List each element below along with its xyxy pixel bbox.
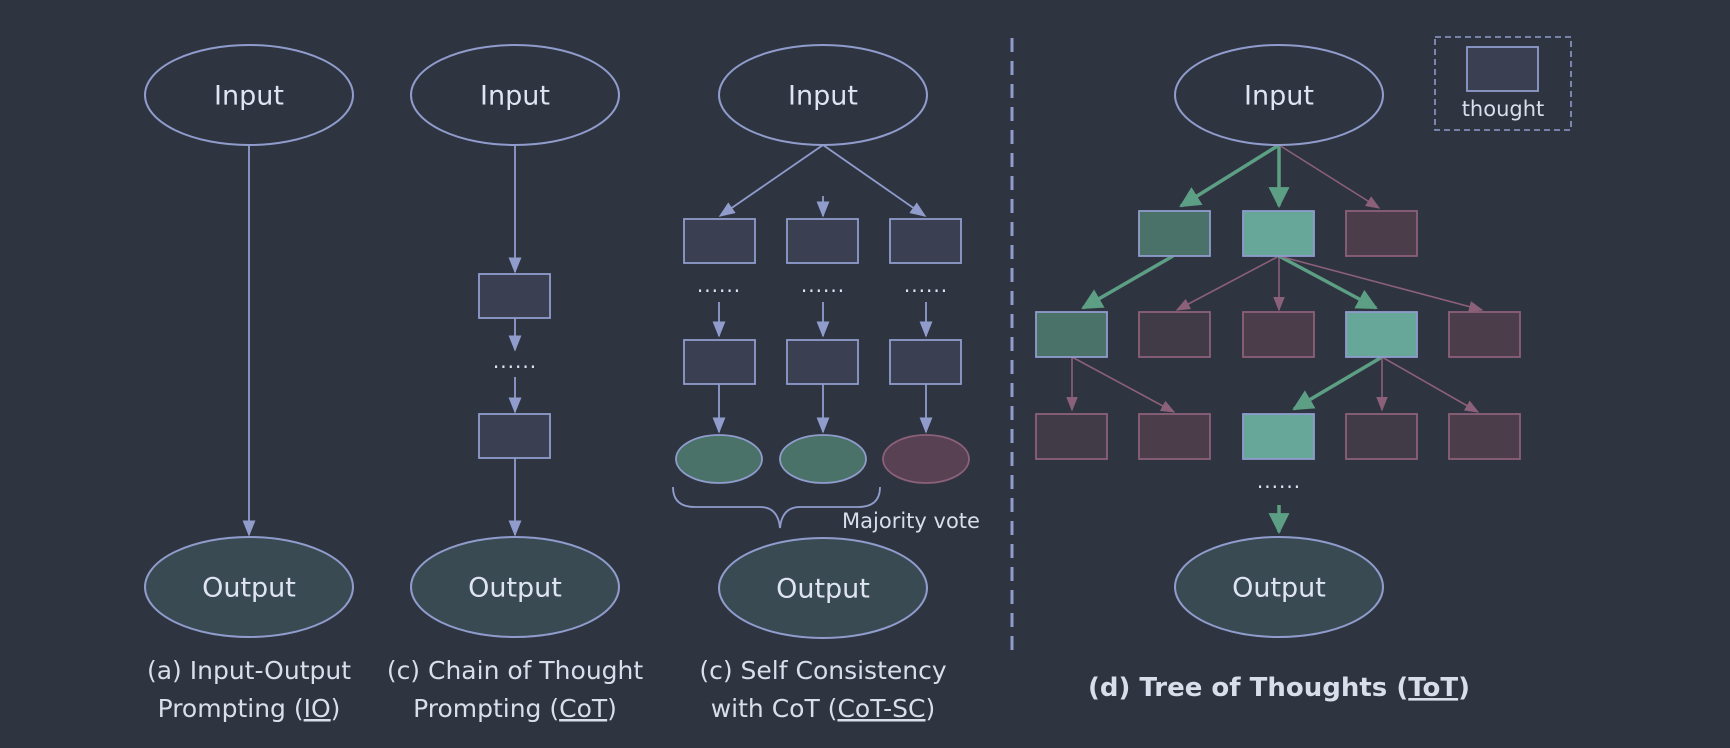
tot-thought-l3e [1448, 413, 1521, 460]
cotsc-dots-b: ...... [801, 273, 845, 297]
tot-thought-l2d [1345, 311, 1418, 358]
tot-thought-l1a [1138, 210, 1211, 257]
cotsc-thought-b1 [786, 218, 859, 264]
cot-output-label: Output [468, 573, 562, 604]
cotsc-input-label: Input [788, 81, 858, 112]
cotsc-answer-c [882, 434, 970, 484]
cot-thought-1 [478, 273, 551, 319]
tot-edge-l2a-l3b [1071, 356, 1176, 413]
cotsc-caption-line1: (c) Self Consistency [699, 656, 947, 685]
tot-caption: (d) Tree of Thoughts (ToT) [1088, 673, 1470, 703]
io-caption-line1: (a) Input-Output [147, 656, 351, 685]
tot-edge-l2d-l3c [1292, 355, 1383, 411]
cot-thought-2 [478, 413, 551, 459]
cotsc-arrow-left [718, 144, 824, 217]
cotsc-caption-link: CoT-SC [837, 694, 925, 723]
io-caption-link: IO [304, 694, 331, 723]
tot-edge-l1b-l2b [1175, 255, 1280, 311]
majority-vote-label: Majority vote [842, 509, 980, 533]
cotsc-dots-c: ...... [904, 273, 948, 297]
io-panel: Input Output (a) Input-Output Prompting … [144, 44, 354, 723]
cot-input-node [410, 44, 620, 146]
cotsc-thought-a1 [683, 218, 756, 264]
tot-thought-l1b [1242, 210, 1315, 257]
tot-edge-root-l1c [1278, 144, 1381, 209]
tot-edge-root-l1a [1179, 143, 1280, 208]
tot-edge-l2d-l3e [1381, 356, 1480, 413]
tot-thought-l2a [1035, 311, 1108, 358]
io-input-label: Input [214, 81, 284, 112]
cotsc-thought-a2 [683, 339, 756, 385]
cot-output-node [410, 536, 620, 638]
cot-caption-link: CoT [559, 694, 608, 723]
cotsc-arrow-right [822, 144, 927, 217]
cotsc-caption-line2: with CoT (CoT-SC) [711, 694, 936, 723]
cotsc-input-node [718, 44, 928, 146]
tot-output-label: Output [1232, 573, 1326, 604]
tot-thought-l3d [1345, 413, 1418, 460]
cot-caption-line2: Prompting (CoT) [413, 694, 617, 723]
cotsc-dots-a: ...... [697, 273, 741, 297]
cotsc-output-node [718, 537, 928, 639]
tot-thought-l2b [1138, 311, 1211, 358]
tot-edge-l1a-l2a [1081, 254, 1174, 310]
cotsc-panel: ...... ...... ...... Majority vote Outpu… [672, 44, 980, 723]
io-output-node [144, 536, 354, 638]
cot-input-label: Input [480, 81, 550, 112]
tot-edge-l1b-l2d [1278, 254, 1378, 310]
majority-vote-brace [672, 486, 881, 529]
tot-panel: thought ...... [1035, 36, 1572, 703]
cotsc-answer-b [779, 434, 867, 484]
cotsc-thought-b2 [786, 339, 859, 385]
tot-thought-l1c [1345, 210, 1418, 257]
tot-thought-l2e [1448, 311, 1521, 358]
io-caption-line2: Prompting (IO) [158, 694, 341, 723]
tot-thought-l2c [1242, 311, 1315, 358]
cotsc-thought-c2 [889, 339, 962, 385]
io-input-node [144, 44, 354, 146]
tot-thought-l3c [1242, 413, 1315, 460]
tot-caption-link: ToT [1408, 673, 1458, 703]
tot-thought-l3b [1138, 413, 1211, 460]
tot-dots: ...... [1257, 469, 1301, 493]
tot-input-node [1174, 44, 1384, 146]
cot-panel: ...... Input Output (c) Chain of Thought… [387, 44, 644, 723]
tot-input-label: Input [1244, 81, 1314, 112]
cotsc-output-label: Output [776, 574, 870, 605]
cotsc-answer-a [675, 434, 763, 484]
cot-caption-line1: (c) Chain of Thought [387, 656, 644, 685]
tot-edge-l1b-l2e [1278, 255, 1484, 313]
tot-thought-l3a [1035, 413, 1108, 460]
io-output-label: Output [202, 573, 296, 604]
legend-box [1434, 36, 1572, 131]
cotsc-thought-c1 [889, 218, 962, 264]
cot-dots: ...... [493, 349, 537, 373]
legend-label: thought [1462, 97, 1545, 121]
legend-thought-icon [1466, 46, 1539, 92]
tot-output-node [1174, 536, 1384, 638]
